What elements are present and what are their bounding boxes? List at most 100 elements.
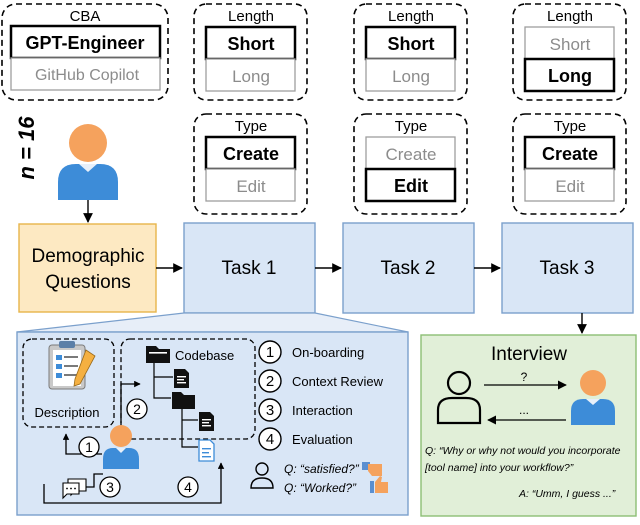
cba-dashed-frame (1, 3, 169, 101)
type-header: Type (395, 118, 428, 135)
codebase-folder-icon (146, 346, 170, 363)
length-header: Length (547, 8, 593, 25)
survey-person-outline-icon (250, 462, 274, 489)
type-option-create: Create (385, 145, 436, 164)
length-option-short: Short (228, 34, 275, 54)
type-option-edit: Edit (555, 177, 585, 196)
task3-label: Task 3 (540, 258, 595, 279)
task1-detail-panel: Description Codebase (16, 312, 409, 516)
type-option-box-create (365, 136, 456, 170)
arrow-question-label: ? (521, 370, 528, 384)
interview-title: Interview (491, 344, 567, 365)
length-dashed-frame (353, 3, 468, 101)
task2-label: Task 2 (381, 258, 436, 279)
step-1: 1 On-boarding (258, 340, 364, 364)
interviewee-person-icon (571, 370, 615, 425)
participant-person-icon (58, 124, 118, 200)
cba-group: CBA GPT-Engineer GitHub Copilot (1, 3, 169, 101)
length-option-long: Long (232, 67, 270, 86)
step-number: 4 (266, 431, 274, 448)
survey-question-worked: Q: “Worked?” (284, 481, 357, 495)
length-header: Length (228, 8, 274, 25)
length-option-box-short (364, 25, 457, 61)
step-number-circle (258, 340, 282, 364)
codebase-label: Codebase (175, 348, 234, 363)
interview-question-line-1: Q: “Why or why not would you incorporate (425, 445, 621, 457)
description-dashed-frame (22, 338, 115, 428)
type-dashed-frame (353, 113, 468, 215)
description-label: Description (34, 405, 99, 420)
cba-option-github-copilot: GitHub Copilot (35, 67, 140, 84)
cba-option-gpt-engineer: GPT-Engineer (25, 33, 144, 53)
step-number-circle (258, 427, 282, 451)
arrow-marker-4: 4 (177, 476, 199, 498)
arrow-step2 (120, 380, 141, 423)
length-option-box-long (205, 58, 296, 92)
type-header: Type (554, 118, 587, 135)
participants-count: n = 16 (14, 116, 39, 180)
length-option-box-short (204, 25, 297, 61)
zoom-connector (16, 312, 409, 333)
arrow-marker-1: 1 (78, 436, 100, 458)
type-option-edit: Edit (394, 176, 428, 196)
type-header: Type (235, 118, 268, 135)
type-option-box-edit (364, 167, 457, 203)
step-label: On-boarding (292, 345, 364, 360)
type-option-box-edit (524, 168, 615, 202)
step-number-circle (258, 398, 282, 422)
type-option-edit: Edit (236, 177, 266, 196)
task3-box: Task 3 (501, 222, 634, 314)
clipboard-icon (48, 341, 96, 390)
type-dashed-frame (512, 113, 627, 215)
length-dashed-frame (512, 3, 627, 101)
length-option-short: Short (388, 34, 435, 54)
cba-option-box-github-copilot (10, 57, 161, 91)
step-3: 3 Interaction (258, 398, 353, 422)
code-file-icon-2 (199, 412, 214, 431)
tree-line-main (153, 363, 171, 399)
step-label: Interaction (292, 403, 353, 418)
length-option-short: Short (550, 35, 591, 54)
interviewer-outline-icon (436, 370, 482, 425)
step-number: 3 (266, 402, 274, 419)
type-option-create: Create (542, 144, 598, 164)
step-label: Evaluation (292, 432, 353, 447)
step-number: 1 (266, 344, 274, 361)
arrow-marker-3: 3 (99, 476, 121, 498)
interview-panel: Interview ? ... Q: “Why or why not would… (420, 334, 637, 517)
developer-person-icon (103, 425, 139, 469)
length-dashed-frame (193, 3, 308, 101)
step-number-circle (258, 369, 282, 393)
rating-icon (362, 462, 382, 476)
arrow-marker-4-num: 4 (184, 479, 192, 495)
subfolder-icon (172, 392, 195, 409)
highlighted-file-icon (198, 439, 215, 462)
length-header: Length (388, 8, 434, 25)
task2-box: Task 2 (342, 222, 475, 314)
cba-header: CBA (70, 8, 101, 25)
cba-option-box-gpt-engineer (9, 24, 162, 60)
codebase-dashed-frame (120, 338, 256, 440)
arrow-marker-2-num: 2 (133, 401, 141, 417)
length-option-box-long (523, 57, 616, 93)
conditions-group: LengthShortLongTypeCreateEditLengthShort… (193, 3, 627, 215)
length-option-long: Long (392, 67, 430, 86)
length-option-long: Long (548, 66, 592, 86)
interview-answer: A: “Umm, I guess ...” (518, 488, 616, 500)
length-option-box-long (365, 58, 456, 92)
arrow-answer-label: ... (519, 403, 529, 417)
task1-label: Task 1 (222, 258, 277, 279)
arrow-step4 (43, 462, 225, 504)
type-option-box-edit (205, 168, 296, 202)
type-dashed-frame (193, 113, 308, 215)
type-option-box-create (523, 135, 616, 171)
code-file-icon (174, 369, 189, 388)
step-4: 4 Evaluation (258, 427, 353, 451)
demographic-line-2: Questions (45, 272, 131, 293)
